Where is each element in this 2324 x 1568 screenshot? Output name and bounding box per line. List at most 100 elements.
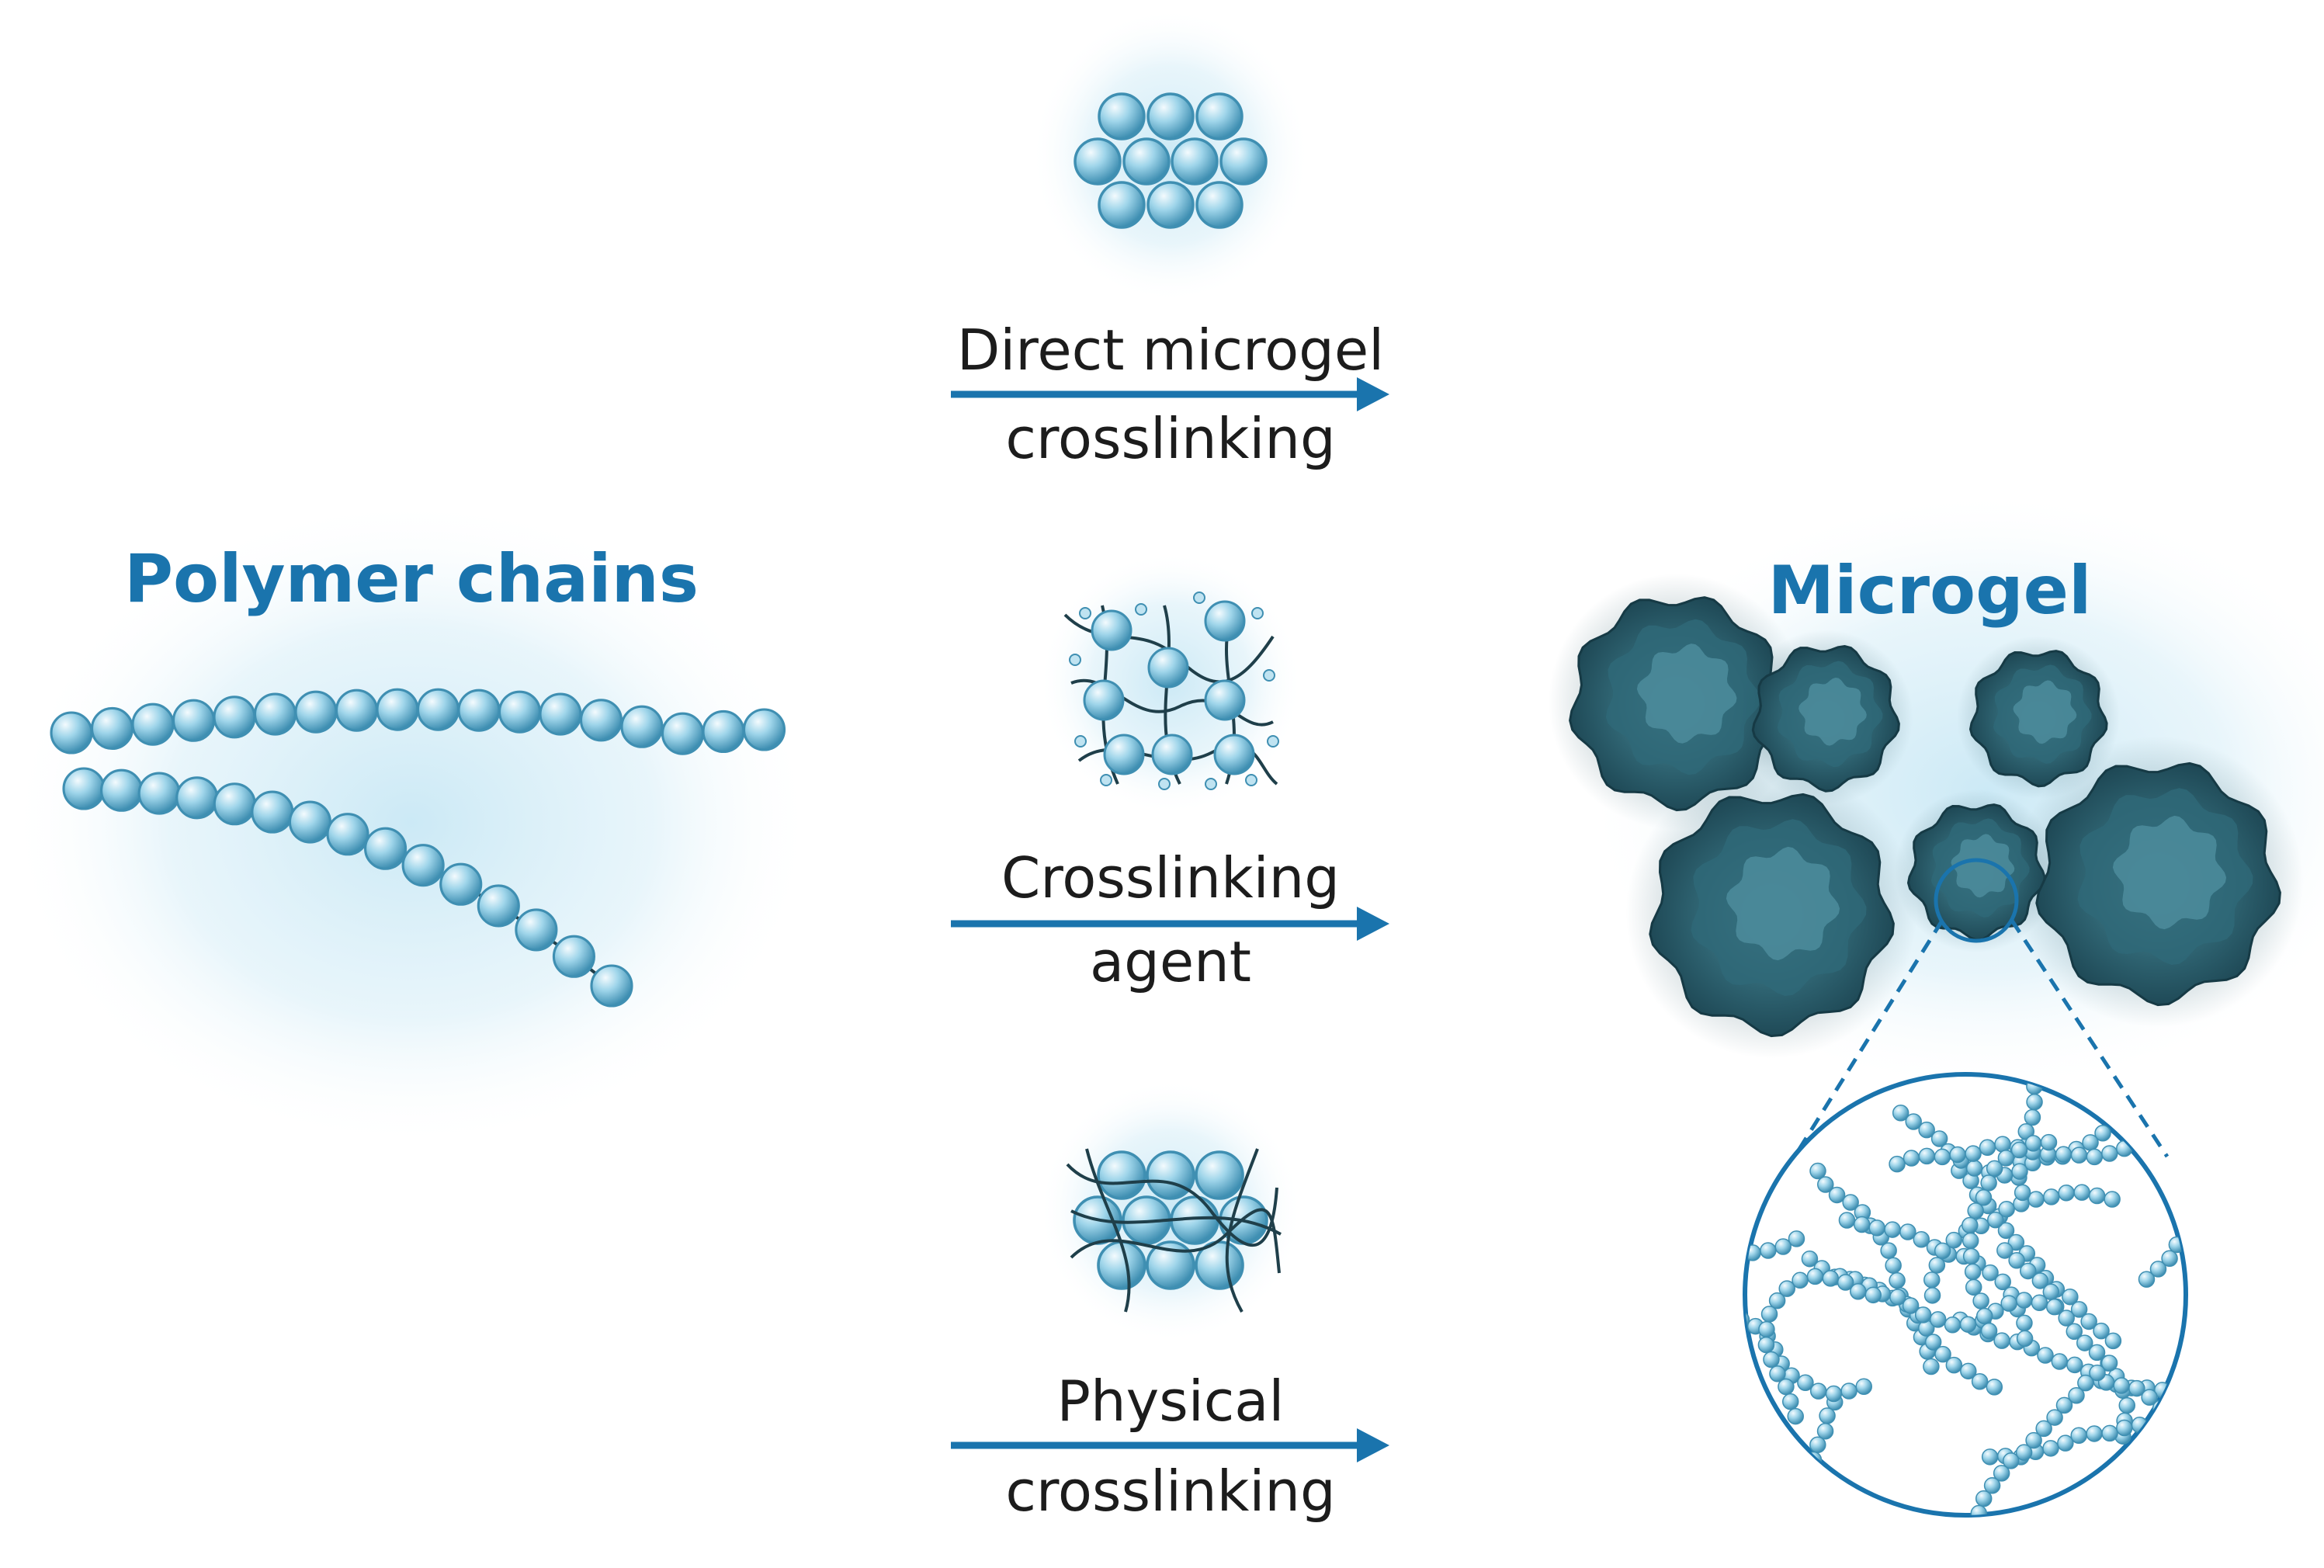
- route-2-label-top: Crosslinking: [1001, 845, 1340, 911]
- network-bead: [1751, 1545, 1767, 1560]
- network-bead: [1778, 1280, 1795, 1297]
- network-bead: [1769, 1365, 1786, 1382]
- network-bead: [1959, 1316, 1977, 1333]
- network-bead: [2160, 1410, 2178, 1427]
- entangled-bead: [1146, 1240, 1195, 1290]
- network-bead: [1934, 1148, 1951, 1166]
- network-bead: [1905, 1113, 1922, 1130]
- network-bead: [1746, 1559, 1761, 1568]
- network-bead: [2274, 1112, 2290, 1127]
- network-bead: [1889, 1271, 1906, 1289]
- network-bead: [2066, 1356, 2083, 1374]
- network-bead: [1213, 734, 1255, 775]
- agent-dot: [1205, 778, 1217, 790]
- network-bead: [2055, 1396, 2073, 1414]
- network-bead: [1975, 1490, 1993, 1507]
- network-bead: [1884, 1221, 1901, 1238]
- network-bead: [1703, 1262, 1719, 1278]
- network-bead: [2116, 1140, 2133, 1157]
- network-bead: [1822, 1270, 1840, 1287]
- network-bead: [1786, 1094, 1803, 1112]
- packed-bead: [1122, 137, 1171, 186]
- network-bead: [1868, 1219, 1885, 1237]
- network-bead: [1971, 1373, 1989, 1390]
- packed-bead: [1195, 181, 1244, 229]
- network-bead: [1775, 1082, 1793, 1100]
- network-bead: [2141, 1389, 2158, 1406]
- network-bead: [2173, 1400, 2186, 1417]
- network-bead: [1923, 1358, 1940, 1375]
- chain-bead: [439, 862, 483, 906]
- network-bead: [2070, 1147, 2088, 1164]
- network-bead: [1975, 1307, 1993, 1325]
- network-bead: [1889, 1289, 1906, 1306]
- network-bead: [2015, 1292, 2033, 1309]
- network-bead: [1980, 1322, 1998, 1340]
- network-bead: [2128, 1379, 2145, 1397]
- network-bead: [1880, 1242, 1897, 1259]
- zoom-source-ring: [1934, 858, 2019, 943]
- chain-bead: [376, 688, 419, 731]
- chain-bead: [401, 844, 445, 887]
- network-bead: [1775, 1505, 1792, 1515]
- network-bead: [1641, 1136, 1656, 1151]
- network-bead: [1965, 1160, 1983, 1177]
- packed-bead: [1146, 92, 1195, 140]
- route-1-label-top: Direct microgel: [957, 317, 1384, 383]
- network-bead: [1792, 1271, 1809, 1289]
- network-bead: [1962, 1247, 1980, 1265]
- network-bead: [2181, 1387, 2186, 1404]
- network-bead: [1924, 1334, 1942, 1351]
- network-bead: [2014, 1184, 2031, 1202]
- network-bead: [2194, 1421, 2210, 1436]
- network-bead: [1726, 1195, 1741, 1210]
- network-bead: [1962, 1518, 1978, 1534]
- network-bead: [1788, 1095, 1805, 1113]
- network-bead: [1934, 1242, 1951, 1260]
- chain-bead: [552, 935, 595, 978]
- chain-bead: [213, 782, 256, 826]
- network-bead: [2116, 1419, 2133, 1437]
- route-2-label-bottom: agent: [1090, 929, 1251, 994]
- network-bead: [1797, 1374, 1814, 1392]
- network-bead: [2101, 1424, 2118, 1442]
- entangling-strand: [1225, 1148, 1259, 1313]
- network-bead: [1151, 734, 1193, 775]
- network-bead: [2228, 1151, 2243, 1167]
- network-bead: [1689, 1300, 1705, 1316]
- agent-dot: [1193, 591, 1205, 604]
- chain-bead: [335, 689, 379, 732]
- network-bead: [2149, 1261, 2167, 1278]
- network-bead: [1674, 1248, 1690, 1264]
- network-bead: [2237, 1139, 2253, 1154]
- network-bead: [1892, 1105, 1909, 1122]
- network-bead: [1147, 647, 1189, 689]
- network-bead: [1719, 1067, 1734, 1083]
- network-bead: [1913, 1231, 1930, 1248]
- network-bead: [1083, 679, 1125, 721]
- network-bead: [1806, 1268, 1824, 1285]
- network-bead: [1670, 1314, 1686, 1330]
- network-bead: [2260, 1119, 2276, 1135]
- zoom-inset-ring: [1743, 1072, 2188, 1518]
- chain-bead: [326, 813, 369, 856]
- chain-bead: [416, 688, 460, 731]
- network-bead: [1649, 1389, 1665, 1404]
- network-bead: [2104, 1191, 2121, 1208]
- network-bead: [2015, 1444, 2033, 1461]
- network-bead: [2161, 1250, 2178, 1267]
- network-bead: [1934, 1345, 1951, 1363]
- network-bead: [2016, 1314, 2033, 1332]
- network-bead: [2088, 1344, 2106, 1362]
- network-bead: [1639, 1150, 1654, 1166]
- network-bead: [1996, 1242, 2014, 1259]
- network-bead: [1809, 1382, 1827, 1400]
- network-bead: [2055, 1146, 2073, 1163]
- network-bead: [2058, 1310, 2075, 1327]
- network-bead: [1658, 1359, 1674, 1375]
- chain-bead: [620, 705, 664, 748]
- network-bead: [2008, 1252, 2025, 1269]
- network-bead: [1972, 1292, 1989, 1310]
- network-bead: [2104, 1332, 2122, 1350]
- chain-bead: [175, 776, 219, 820]
